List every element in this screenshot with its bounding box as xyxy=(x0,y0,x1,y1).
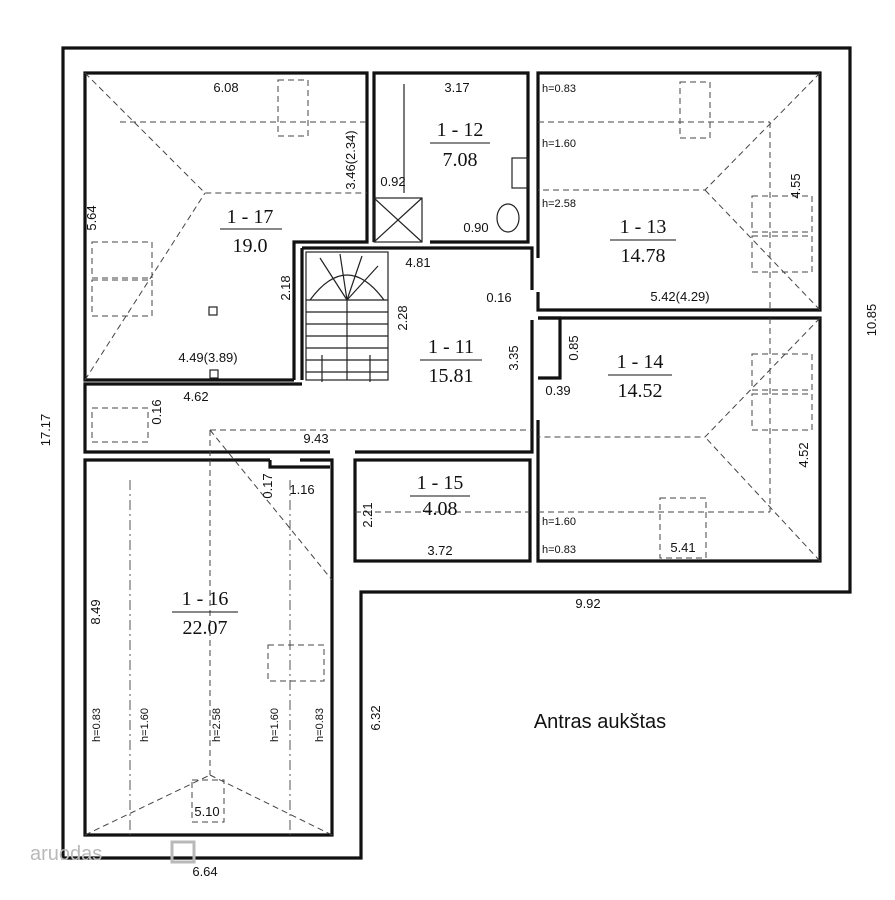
h-label: h=1.60 xyxy=(542,138,576,150)
svg-text:7.08: 7.08 xyxy=(443,149,478,171)
roof-lines-17 xyxy=(84,72,367,381)
dim-r13-right: 4.55 xyxy=(788,173,803,198)
dim-outer-height: 17.17 xyxy=(38,414,53,447)
h-label: h=1.60 xyxy=(139,708,151,742)
svg-text:aruodas: aruodas xyxy=(30,843,102,865)
h-label: h=1.60 xyxy=(269,708,281,742)
dim-r12-wc: 0.90 xyxy=(463,220,488,235)
dim-r17-stair: 2.18 xyxy=(278,275,293,300)
dim-outer-right: 10.85 xyxy=(864,304,879,337)
dim-bottom-left: 6.64 xyxy=(192,864,217,879)
h-label: h=0.83 xyxy=(542,83,576,95)
hall-11-wall xyxy=(302,246,534,290)
shower-diag xyxy=(373,197,423,243)
svg-text:1 - 11: 1 - 11 xyxy=(428,336,474,358)
stair-treads xyxy=(306,253,388,380)
svg-text:1 - 15: 1 - 15 xyxy=(417,472,464,494)
room-16-label: 1 - 16 22.07 xyxy=(172,588,238,639)
room-13-label: 1 - 13 14.78 xyxy=(610,216,676,267)
svg-text:15.81: 15.81 xyxy=(429,365,474,387)
dim-r12-top: 3.17 xyxy=(444,80,469,95)
floor-label: Antras aukštas xyxy=(534,711,666,733)
svg-text:1 - 16: 1 - 16 xyxy=(182,588,229,610)
skylights xyxy=(91,79,813,823)
room-12-wall xyxy=(372,71,530,244)
roof-lines-13 xyxy=(538,72,821,311)
svg-text:22.07: 22.07 xyxy=(183,617,228,639)
vent-b xyxy=(209,369,219,379)
h-label: h=0.83 xyxy=(91,708,103,742)
dim-r12-shower: 0.92 xyxy=(380,174,405,189)
room-15-wall xyxy=(353,458,532,563)
dim-r14-right: 4.52 xyxy=(796,442,811,467)
svg-text:4.08: 4.08 xyxy=(423,498,458,520)
dim-r15-left: 2.21 xyxy=(360,502,375,527)
corridor-wall xyxy=(83,382,330,454)
dim-r15-bottom: 3.72 xyxy=(427,543,452,558)
h-label: h=0.83 xyxy=(314,708,326,742)
svg-text:1 - 13: 1 - 13 xyxy=(620,216,667,238)
h-label: h=0.83 xyxy=(542,544,576,556)
dim-r16-left: 8.49 xyxy=(88,599,103,624)
dim-r11-right: 3.35 xyxy=(506,345,521,370)
room-13-wall xyxy=(536,71,822,312)
dim-r11-stair: 2.28 xyxy=(395,305,410,330)
svg-text:14.52: 14.52 xyxy=(618,380,663,402)
dim-corridor-long: 9.43 xyxy=(303,431,328,446)
svg-text:1 - 14: 1 - 14 xyxy=(617,351,664,373)
room-11-label: 1 - 11 15.81 xyxy=(420,336,482,387)
dim-corridor-wall: 0.16 xyxy=(149,399,164,424)
dim-step-width: 9.92 xyxy=(575,596,600,611)
svg-text:14.78: 14.78 xyxy=(621,245,666,267)
room-12-label: 1 - 12 7.08 xyxy=(430,119,490,171)
dim-closet-w: 0.39 xyxy=(545,383,570,398)
dim-step-height: 6.32 xyxy=(368,705,383,730)
dim-r17-bottom: 4.49(3.89) xyxy=(178,350,237,365)
dim-r16-bottom: 5.10 xyxy=(194,804,219,819)
dim-r11-door: 0.16 xyxy=(486,290,511,305)
dim-r16-wall-b: 1.16 xyxy=(289,482,314,497)
dim-r14-bottom: 5.41 xyxy=(670,540,695,555)
hall-11-wall-b xyxy=(355,320,534,454)
svg-text:19.0: 19.0 xyxy=(233,235,268,257)
room-16-door xyxy=(268,460,330,469)
dim-r17-top: 6.08 xyxy=(213,80,238,95)
h-label: h=2.58 xyxy=(211,708,223,742)
roof-lines-14 xyxy=(538,317,821,562)
closet-wall xyxy=(538,316,562,380)
room-16-wall xyxy=(83,458,334,837)
dim-r17-right: 3.46(2.34) xyxy=(343,130,358,189)
dim-r16-wall-a: 0.17 xyxy=(260,473,275,498)
h-label: h=2.58 xyxy=(542,198,576,210)
room-17-label: 1 - 17 19.0 xyxy=(220,206,282,257)
vent xyxy=(208,306,218,316)
dim-r11-top: 4.81 xyxy=(405,255,430,270)
outer-wall xyxy=(61,46,852,860)
sink xyxy=(511,157,529,189)
room-14-label: 1 - 14 14.52 xyxy=(608,351,672,402)
shower xyxy=(373,197,423,243)
watermark-logo: aruodas xyxy=(30,840,196,865)
svg-text:1 - 17: 1 - 17 xyxy=(227,206,274,228)
h-label: h=1.60 xyxy=(542,516,576,528)
dim-corridor-small: 4.62 xyxy=(183,389,208,404)
room-15-label: 1 - 15 4.08 xyxy=(410,472,470,520)
svg-text:1 - 12: 1 - 12 xyxy=(437,119,484,141)
toilet xyxy=(496,203,520,233)
dim-r13-width: 5.42(4.29) xyxy=(650,289,709,304)
roof-lines-16 xyxy=(84,429,532,836)
dim-r17-left: 5.64 xyxy=(84,205,99,230)
dim-closet-h: 0.85 xyxy=(566,335,581,360)
